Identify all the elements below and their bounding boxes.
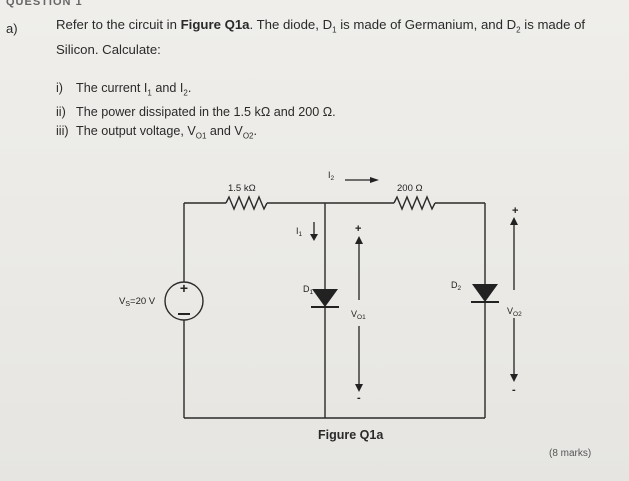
current-i1-arrow bbox=[310, 222, 318, 241]
question-heading: QUESTION 1 bbox=[6, 0, 83, 8]
vo2-minus: - bbox=[512, 384, 516, 396]
vo1-voltage-arrow bbox=[355, 236, 363, 392]
resistor-1k5 bbox=[225, 195, 268, 211]
current-i2-label: I2 bbox=[328, 170, 335, 182]
question-text: Refer to the circuit in Figure Q1a. The … bbox=[56, 17, 586, 57]
current-i1-label: I1 bbox=[296, 226, 303, 238]
diode-d2-label: D2 bbox=[451, 280, 462, 292]
part-label: a) bbox=[6, 21, 18, 36]
figure-caption: Figure Q1a bbox=[318, 428, 384, 442]
vo2-voltage-arrow bbox=[510, 217, 518, 382]
item-ii: ii) The power dissipated in the 1.5 kΩ a… bbox=[56, 105, 336, 120]
source-plus: + bbox=[180, 280, 188, 296]
marks-label: (8 marks) bbox=[549, 448, 592, 459]
diode-d1 bbox=[311, 289, 339, 308]
vo1-label: VO1 bbox=[351, 309, 366, 321]
diode-d1-label: D1 bbox=[303, 284, 314, 296]
source-label: VS=20 V bbox=[119, 296, 156, 308]
vo2-label: VO2 bbox=[507, 306, 522, 318]
vo2-plus: + bbox=[512, 205, 518, 217]
resistor-200-label: 200 Ω bbox=[397, 183, 423, 194]
item-iii: iii) The output voltage, VO1 and VO2. bbox=[56, 123, 257, 141]
question-items: i) The current I1 and I2. ii) The power … bbox=[56, 79, 336, 146]
resistor-200 bbox=[393, 195, 436, 211]
vo1-plus: + bbox=[355, 223, 361, 235]
vo1-minus: - bbox=[357, 392, 361, 404]
current-i2-arrow bbox=[345, 177, 379, 183]
resistor-1k5-label: 1.5 kΩ bbox=[228, 183, 256, 194]
figure-reference: Figure Q1a bbox=[180, 17, 250, 32]
item-i: i) The current I1 and I2. bbox=[56, 81, 192, 98]
voltage-source bbox=[164, 281, 204, 321]
diode-d2 bbox=[471, 284, 499, 303]
